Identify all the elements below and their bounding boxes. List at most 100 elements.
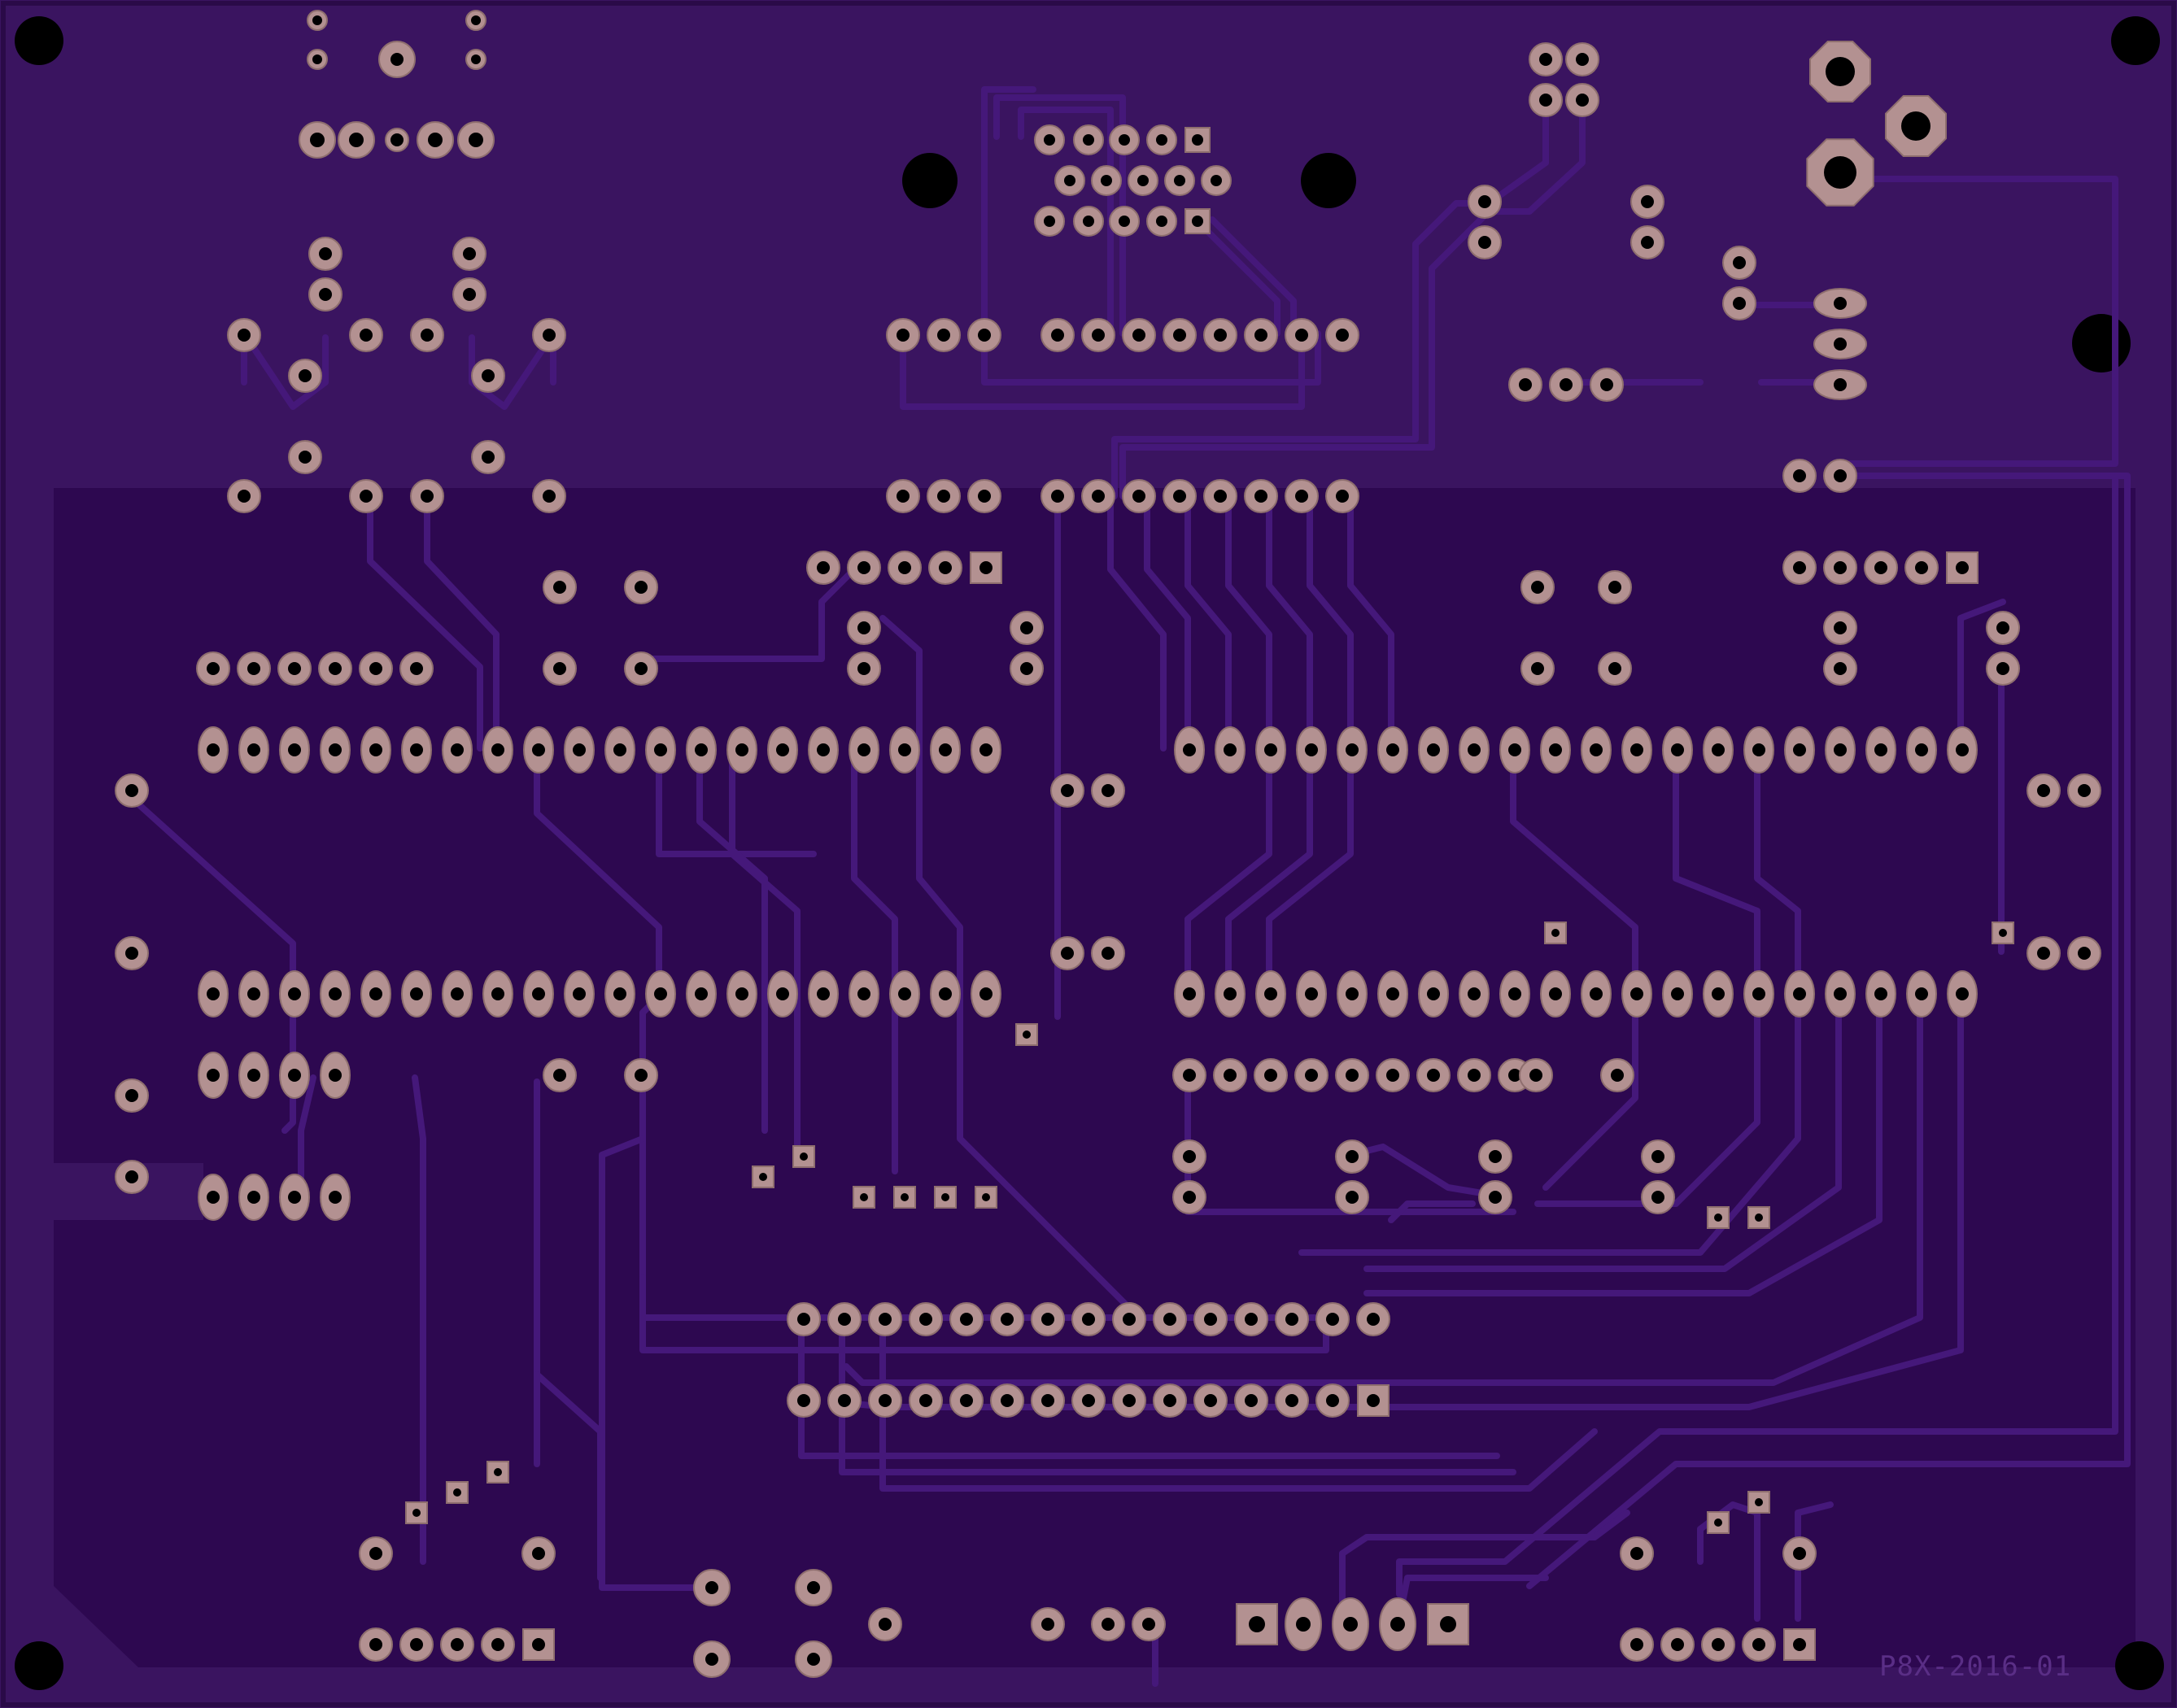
- dip-pin: [1377, 726, 1408, 773]
- round-pad: [693, 1569, 731, 1606]
- round-pad: [1034, 124, 1065, 155]
- copper-trace: [1193, 216, 1280, 337]
- via-square: [975, 1186, 997, 1209]
- round-pad: [115, 773, 149, 808]
- round-pad: [1335, 1139, 1369, 1174]
- copper-trace: [1795, 1501, 1834, 1622]
- dip-pin: [1315, 1302, 1350, 1336]
- round-pad: [521, 1536, 556, 1571]
- round-pad: [2026, 773, 2061, 808]
- round-pad: [308, 237, 342, 271]
- round-pad: [277, 651, 312, 686]
- copper-trace: [1957, 599, 2006, 752]
- copper-trace: [1363, 993, 1842, 1272]
- dip-pin: [604, 970, 635, 1017]
- round-pad: [1081, 318, 1115, 352]
- round-pad: [1031, 1607, 1065, 1641]
- round-pad: [1335, 1058, 1369, 1092]
- dip-pin: [909, 1383, 943, 1418]
- copper-trace: [1307, 491, 1354, 752]
- dip-pin: [909, 1302, 943, 1336]
- dip-pin: [808, 970, 839, 1017]
- via-square: [405, 1501, 428, 1524]
- dip-pin: [1540, 726, 1571, 773]
- round-pad: [1520, 651, 1555, 686]
- dip-pin: [1031, 1383, 1065, 1418]
- round-pad: [1073, 124, 1104, 155]
- copper-trace: [798, 1318, 1500, 1459]
- dip-pin: [1071, 1383, 1106, 1418]
- round-pad: [1122, 318, 1156, 352]
- dip-pin: [949, 1383, 984, 1418]
- round-pad: [1468, 185, 1502, 219]
- round-pad: [399, 1627, 434, 1662]
- round-pad: [1598, 651, 1632, 686]
- round-pad: [967, 318, 1001, 352]
- dip-pin: [238, 970, 269, 1017]
- dip-pin: [442, 970, 473, 1017]
- round-pad: [1285, 479, 1319, 513]
- dip-pin: [482, 970, 513, 1017]
- dip-pin: [849, 970, 879, 1017]
- dip-pin: [1621, 970, 1652, 1017]
- copper-trace: [851, 745, 898, 1174]
- round-pad: [1701, 1627, 1735, 1662]
- copper-trace: [424, 491, 500, 752]
- dip-pin: [868, 1302, 902, 1336]
- round-pad: [543, 1058, 577, 1092]
- round-pad: [847, 651, 881, 686]
- dip-pin: [827, 1302, 862, 1336]
- dip-pin: [1459, 726, 1490, 773]
- round-pad: [1520, 570, 1555, 604]
- round-pad: [288, 359, 322, 393]
- round-pad: [1565, 42, 1599, 76]
- copper-trace: [123, 790, 296, 1134]
- silkscreen-label: P8X-2016-01: [1879, 1650, 2071, 1683]
- dip-pin: [360, 726, 391, 773]
- via-square: [1992, 922, 2014, 944]
- small-via: [465, 49, 486, 70]
- copper-trace: [843, 993, 1923, 1386]
- dip-pin: [1337, 970, 1368, 1017]
- round-pad: [1864, 551, 1898, 585]
- socket-pin: [238, 1174, 269, 1221]
- dip-pin: [930, 726, 961, 773]
- round-pad: [1172, 1139, 1206, 1174]
- dip-pin: [1112, 1302, 1146, 1336]
- connector-pad: [457, 121, 495, 159]
- round-pad: [806, 551, 840, 585]
- round-pad: [1091, 773, 1125, 808]
- round-pad: [1620, 1627, 1654, 1662]
- via-square: [893, 1186, 916, 1209]
- pin1-pad: [1357, 1384, 1390, 1417]
- dip-pin: [1296, 970, 1327, 1017]
- round-pad: [349, 479, 383, 513]
- dip-pin: [1031, 1302, 1065, 1336]
- round-pad: [1823, 611, 1857, 645]
- copper-trace: [1266, 491, 1313, 752]
- round-pad: [318, 651, 352, 686]
- pin1-pad: [970, 551, 1002, 584]
- round-pad: [1073, 206, 1104, 237]
- round-pad: [624, 651, 658, 686]
- power-header-pad: [1427, 1603, 1469, 1645]
- dip-pin: [1315, 1383, 1350, 1418]
- dip-pin: [787, 1302, 821, 1336]
- round-pad: [795, 1569, 832, 1606]
- dip-pin: [1947, 726, 1978, 773]
- round-pad: [1203, 479, 1237, 513]
- via-square: [486, 1461, 509, 1484]
- dip-pin: [238, 726, 269, 773]
- round-pad: [452, 237, 486, 271]
- round-pad: [410, 479, 444, 513]
- round-pad: [1091, 936, 1125, 970]
- round-pad: [967, 479, 1001, 513]
- round-pad: [1722, 286, 1756, 320]
- pin1-pad: [522, 1628, 555, 1661]
- copper-trace: [1107, 491, 1167, 752]
- round-pad: [399, 651, 434, 686]
- dip-pin: [1825, 970, 1856, 1017]
- round-pad: [1478, 1180, 1512, 1214]
- dip-pin: [1459, 970, 1490, 1017]
- dip-pin: [787, 1383, 821, 1418]
